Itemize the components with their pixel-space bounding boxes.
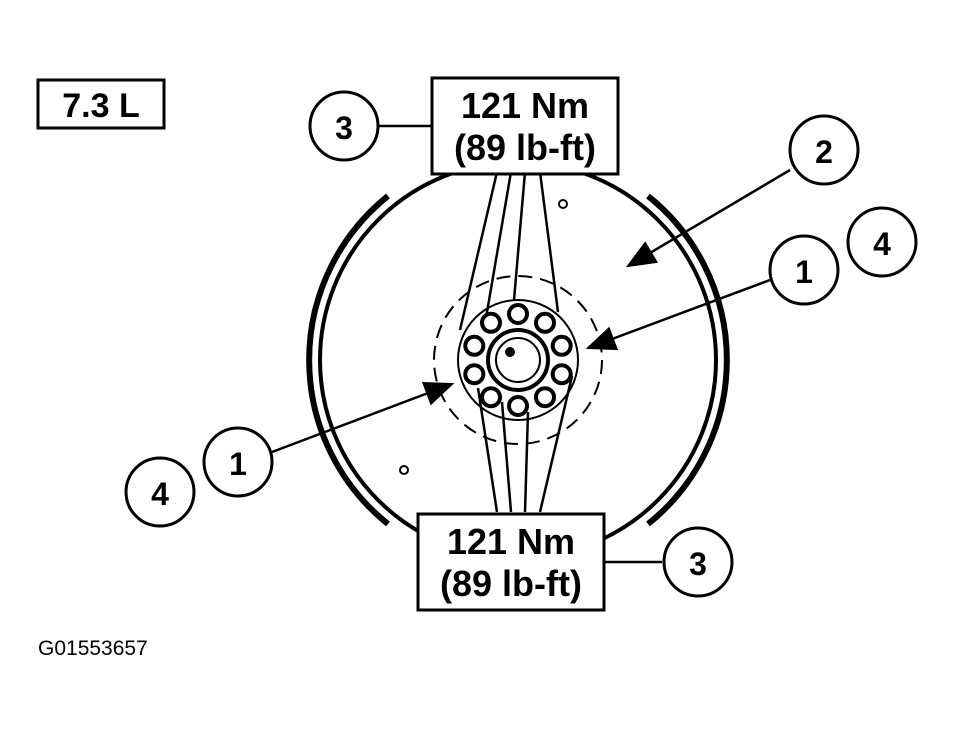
callout-3-bottom: 3	[662, 526, 734, 598]
flywheel-bolt	[463, 334, 486, 357]
wrench-handles	[458, 171, 574, 513]
svg-text:3: 3	[689, 546, 707, 582]
callout-4-left: 4	[124, 456, 196, 528]
svg-text:3: 3	[335, 110, 353, 146]
engine-label: 7.3 L	[36, 78, 166, 130]
leader-lines	[271, 124, 791, 564]
callout-4-right: 4	[846, 206, 918, 278]
svg-text:1: 1	[229, 446, 247, 482]
flywheel-bolt	[550, 334, 573, 357]
flywheel-hub	[433, 275, 603, 445]
svg-text:2: 2	[815, 134, 833, 170]
engine-label-text: 7.3 L	[62, 87, 139, 125]
flywheel-bolt	[534, 311, 556, 334]
flywheel-bolt	[480, 311, 502, 334]
flywheel-bolt	[507, 303, 529, 325]
svg-text:4: 4	[151, 476, 169, 512]
callout-2: 2	[788, 114, 860, 186]
flywheel-bolt	[463, 363, 486, 386]
flywheel-bolt	[550, 363, 573, 386]
callout-1-left: 1	[202, 426, 274, 498]
flywheel-bolt	[534, 386, 556, 409]
flywheel-bolt	[507, 395, 529, 417]
torque-bottom-lbft: (89 lb-ft)	[440, 563, 582, 604]
torque-bottom-nm: 121 Nm	[447, 521, 575, 562]
torque-spec-top: 121 Nm (89 lb-ft)	[430, 76, 620, 176]
svg-text:4: 4	[873, 226, 891, 262]
torque-top-nm: 121 Nm	[461, 85, 589, 126]
torque-spec-bottom: 121 Nm (89 lb-ft)	[416, 512, 606, 612]
figure-id: G01553657	[38, 637, 148, 660]
bolt-pattern	[463, 303, 573, 417]
callout-1-right: 1	[768, 234, 840, 306]
flywheel-bolt	[480, 386, 502, 409]
callout-3-top: 3	[308, 90, 380, 162]
svg-text:1: 1	[795, 254, 813, 290]
torque-top-lbft: (89 lb-ft)	[454, 127, 596, 168]
